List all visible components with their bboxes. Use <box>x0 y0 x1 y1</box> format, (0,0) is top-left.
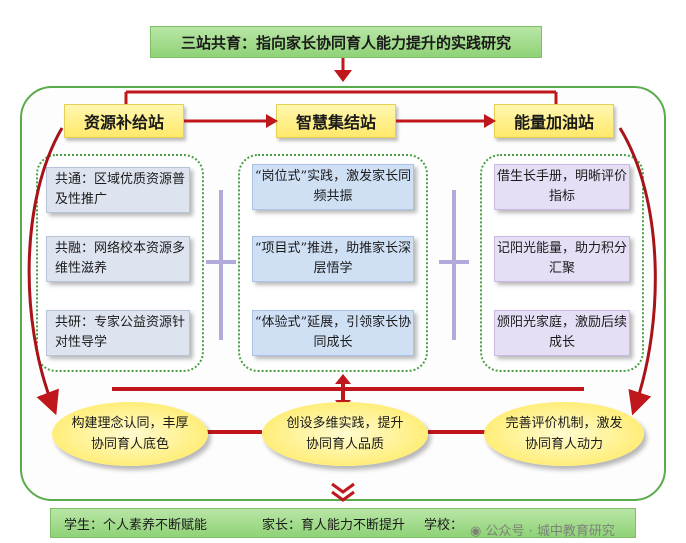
outcome-text: 创设多维实践，提升协同育人品质 <box>286 416 404 452</box>
station-wisdom-label: 智慧集结站 <box>295 113 376 132</box>
energy-item-text: 借生长手册，明晰评价指标 <box>496 169 627 204</box>
station-resource-label: 资源补给站 <box>83 113 164 132</box>
left-curve-arrow <box>27 127 64 416</box>
watermark-text: 公众号 · 城中教育研究 <box>485 524 615 539</box>
resource-item: 共通：区域优质资源普及性推广 <box>46 167 190 213</box>
wisdom-item: “项目式”推进，助推家长深层悟学 <box>252 236 414 282</box>
resource-item: 共融：网络校本资源多维性滋养 <box>46 236 190 282</box>
outcome-ellipse: 完善评价机制，激发协同育人动力 <box>484 402 644 466</box>
footer-school: 学校： <box>424 514 463 533</box>
outcome-ellipse: 构建理念认同，丰厚协同育人底色 <box>52 402 208 466</box>
wisdom-item-text: “岗位式”实践，激发家长同频共振 <box>254 169 412 204</box>
station-wisdom: 智慧集结站 <box>276 104 396 138</box>
station-resource: 资源补给站 <box>64 104 184 138</box>
footer-student: 学生：个人素养不断赋能 <box>64 514 207 533</box>
footer-school-text: 学校： <box>424 518 464 533</box>
wisdom-item-text: “项目式”推进，助推家长深层悟学 <box>254 241 412 276</box>
wechat-icon: ◉ <box>470 524 482 539</box>
energy-item: 颁阳光家庭，激励后续成长 <box>494 310 630 356</box>
outcome-text: 构建理念认同，丰厚协同育人底色 <box>71 416 189 452</box>
energy-item: 记阳光能量，助力积分汇聚 <box>494 236 630 282</box>
resource-item-text: 共研：专家公益资源针对性导学 <box>55 315 186 350</box>
footer-student-text: 学生：个人素养不断赋能 <box>64 518 208 533</box>
wisdom-item-text: “体验式”延展，引领家长协同成长 <box>254 315 412 350</box>
energy-item: 借生长手册，明晰评价指标 <box>494 164 630 210</box>
diagram-title: 三站共育：指向家长协同育人能力提升的实践研究 <box>180 33 511 52</box>
station-energy: 能量加油站 <box>494 104 614 138</box>
energy-item-text: 记阳光能量，助力积分汇聚 <box>496 241 627 276</box>
resource-item-text: 共融：网络校本资源多维性滋养 <box>55 241 186 276</box>
left-group-link <box>206 190 236 340</box>
wisdom-item: “体验式”延展，引领家长协同成长 <box>252 310 414 356</box>
right-group-link <box>439 190 469 340</box>
footer-parent: 家长：育人能力不断提升 <box>262 514 405 533</box>
footer-parent-text: 家长：育人能力不断提升 <box>262 518 406 533</box>
wisdom-item: “岗位式”实践，激发家长同频共振 <box>252 164 414 210</box>
resource-item: 共研：专家公益资源针对性导学 <box>46 310 190 356</box>
station-connector-top <box>124 90 558 128</box>
watermark: ◉ 公众号 · 城中教育研究 <box>470 520 615 539</box>
footer-bar <box>50 508 636 538</box>
outcome-ellipse: 创设多维实践，提升协同育人品质 <box>262 402 428 466</box>
station-energy-label: 能量加油站 <box>513 113 594 132</box>
resource-item-text: 共通：区域优质资源普及性推广 <box>55 172 186 207</box>
title-down-arrow <box>334 58 352 82</box>
outcome-text: 完善评价机制，激发协同育人动力 <box>505 416 623 452</box>
energy-item-text: 颁阳光家庭，激励后续成长 <box>496 315 627 350</box>
title-banner: 三站共育：指向家长协同育人能力提升的实践研究 <box>150 26 542 58</box>
bottom-chevrons <box>331 482 355 502</box>
right-curve-arrow <box>618 127 657 416</box>
